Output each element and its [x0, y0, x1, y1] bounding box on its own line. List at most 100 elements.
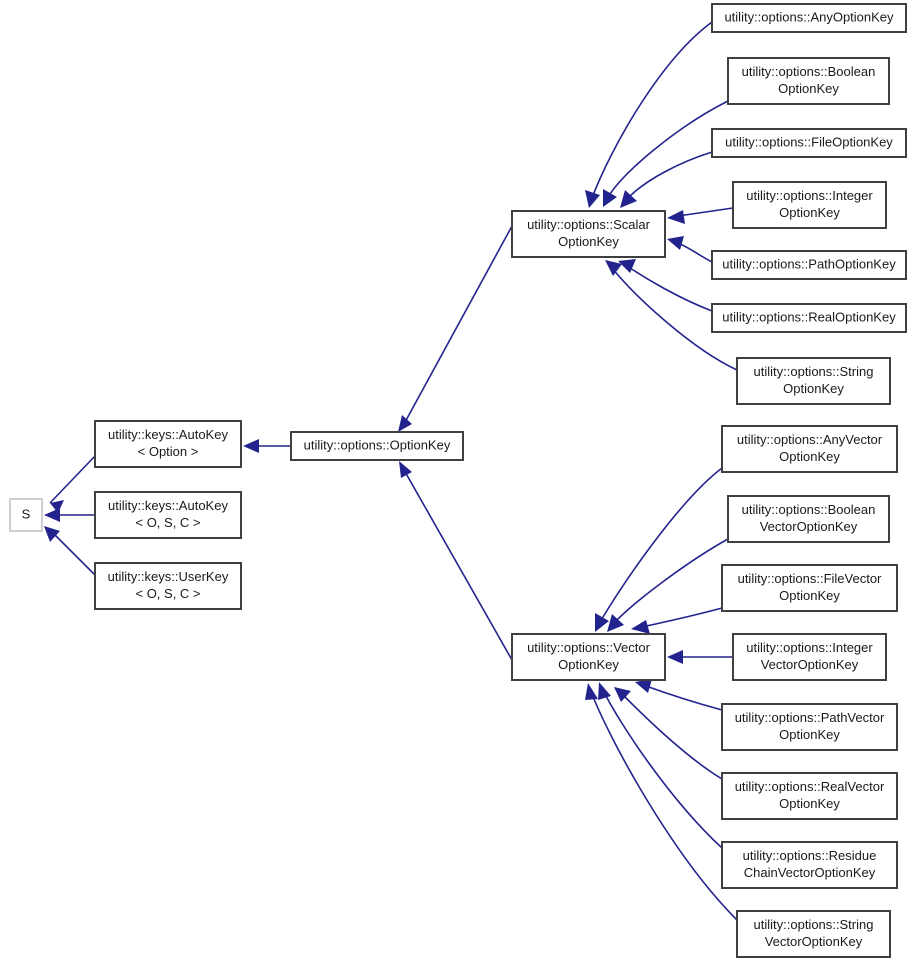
- node-anyoptionkey-box[interactable]: [711, 3, 907, 33]
- node-optionkey-label-line-0: utility::options::OptionKey: [304, 437, 451, 452]
- node-stringvectoroptionkey-box[interactable]: [736, 910, 891, 958]
- edge-file-to-scalar-arrowhead: [620, 190, 637, 208]
- node-residuechainvectoroptionkey-label-line-0: utility::options::Residue: [743, 848, 877, 863]
- node-filevectoroptionkey-label-line-0: utility::options::FileVector: [738, 571, 882, 586]
- node-vectoroptionkey[interactable]: utility::options::VectorOptionKey: [511, 633, 666, 681]
- edge-residuevector-to-vector: [598, 682, 723, 849]
- node-pathoptionkey-box[interactable]: [711, 250, 907, 280]
- node-residuechainvectoroptionkey-box[interactable]: [721, 841, 898, 889]
- node-stringvectoroptionkey-label-line-0: utility::options::String: [754, 917, 874, 932]
- edge-path-to-scalar: [667, 236, 713, 263]
- edge-scalar-to-optionkey: [398, 225, 513, 432]
- edge-integer-to-scalar-arrowhead: [667, 210, 685, 224]
- node-scalaroptionkey-label-line-1: OptionKey: [558, 234, 619, 249]
- edge-boolean-to-scalar-arrowhead: [603, 189, 617, 207]
- edge-real-to-scalar: [618, 259, 713, 312]
- node-integeroptionkey-label-line-0: utility::options::Integer: [746, 188, 873, 203]
- node-scalaroptionkey-box[interactable]: [511, 210, 666, 258]
- node-realvectoroptionkey-label-line-0: utility::options::RealVector: [735, 779, 885, 794]
- edge-userkeyosc-to-s-arrowhead: [44, 526, 60, 542]
- node-scalaroptionkey-label-line-0: utility::options::Scalar: [527, 217, 651, 232]
- node-anyvectoroptionkey-label-line-0: utility::options::AnyVector: [737, 432, 883, 447]
- node-autokey_option-box[interactable]: [94, 420, 242, 468]
- node-integeroptionkey-box[interactable]: [732, 181, 887, 229]
- node-vectoroptionkey-label-line-1: OptionKey: [558, 657, 619, 672]
- node-pathvectoroptionkey-label-line-1: OptionKey: [779, 727, 840, 742]
- node-integervectoroptionkey-box[interactable]: [732, 633, 887, 681]
- edge-autokeyosc-to-s: [44, 508, 95, 522]
- node-booleanvectoroptionkey-label-line-1: VectorOptionKey: [760, 519, 858, 534]
- node-anyoptionkey[interactable]: utility::options::AnyOptionKey: [711, 3, 907, 33]
- edge-any-to-scalar: [585, 21, 713, 208]
- node-residuechainvectoroptionkey[interactable]: utility::options::ResidueChainVectorOpti…: [721, 841, 898, 889]
- node-stringoptionkey-box[interactable]: [736, 357, 891, 405]
- node-s-box[interactable]: [9, 498, 43, 532]
- node-anyvectoroptionkey-label-line-1: OptionKey: [779, 449, 840, 464]
- node-stringoptionkey-label-line-1: OptionKey: [783, 381, 844, 396]
- node-realoptionkey-box[interactable]: [711, 303, 907, 333]
- node-fileoptionkey-box[interactable]: [711, 128, 907, 158]
- node-autokey_osc-label-line-0: utility::keys::AutoKey: [108, 498, 228, 513]
- node-filevectoroptionkey-box[interactable]: [721, 564, 898, 612]
- edge-realvector-to-vector-arrowhead: [614, 687, 631, 702]
- edge-anyvector-to-vector-arrowhead: [595, 613, 609, 632]
- edge-pathvector-to-vector-arrowhead: [635, 679, 652, 693]
- edge-optionkey-to-autokeyoption-arrowhead: [243, 439, 259, 453]
- node-stringoptionkey-label-line-0: utility::options::String: [754, 364, 874, 379]
- node-fileoptionkey[interactable]: utility::options::FileOptionKey: [711, 128, 907, 158]
- node-fileoptionkey-label-line-0: utility::options::FileOptionKey: [725, 134, 893, 149]
- node-autokey_osc-box[interactable]: [94, 491, 242, 539]
- node-realvectoroptionkey-box[interactable]: [721, 772, 898, 820]
- node-realoptionkey[interactable]: utility::options::RealOptionKey: [711, 303, 907, 333]
- node-s-label-line-0: S: [22, 506, 31, 521]
- node-userkey_osc-label-line-0: utility::keys::UserKey: [108, 569, 229, 584]
- node-booleanoptionkey-box[interactable]: [727, 57, 890, 105]
- edge-stringvector-to-vector: [585, 683, 738, 921]
- node-pathvectoroptionkey-label-line-0: utility::options::PathVector: [735, 710, 885, 725]
- node-userkey_osc[interactable]: utility::keys::UserKey< O, S, C >: [94, 562, 242, 610]
- edges-layer: [44, 21, 738, 921]
- node-anyvectoroptionkey-box[interactable]: [721, 425, 898, 473]
- node-realvectoroptionkey-label-line-1: OptionKey: [779, 796, 840, 811]
- edge-boolean-to-scalar: [603, 100, 729, 207]
- node-autokey_option[interactable]: utility::keys::AutoKey< Option >: [94, 420, 242, 468]
- node-userkey_osc-label-line-1: < O, S, C >: [135, 586, 200, 601]
- node-autokey_osc[interactable]: utility::keys::AutoKey< O, S, C >: [94, 491, 242, 539]
- node-pathvectoroptionkey-box[interactable]: [721, 703, 898, 751]
- node-pathoptionkey[interactable]: utility::options::PathOptionKey: [711, 250, 907, 280]
- node-userkey_osc-box[interactable]: [94, 562, 242, 610]
- edge-anyvector-to-vector: [595, 467, 723, 632]
- node-autokey_option-label-line-0: utility::keys::AutoKey: [108, 427, 228, 442]
- edge-userkeyosc-to-s: [44, 526, 96, 576]
- edge-string-to-scalar-arrowhead: [605, 260, 622, 276]
- edge-vector-to-optionkey-arrowhead: [399, 461, 412, 478]
- node-optionkey-box[interactable]: [290, 431, 464, 461]
- node-vectoroptionkey-box[interactable]: [511, 633, 666, 681]
- edge-booleanvector-to-vector: [607, 538, 729, 632]
- edge-integervector-to-vector-arrowhead: [667, 650, 683, 664]
- node-anyoptionkey-label-line-0: utility::options::AnyOptionKey: [724, 9, 894, 24]
- edge-autokeyoption-to-s: [49, 455, 96, 513]
- node-pathoptionkey-label-line-0: utility::options::PathOptionKey: [722, 256, 896, 271]
- node-s[interactable]: S: [9, 498, 43, 532]
- edge-filevector-to-vector-arrowhead: [631, 620, 650, 634]
- edge-real-to-scalar-arrowhead: [618, 259, 636, 273]
- node-booleanvectoroptionkey-label-line-0: utility::options::Boolean: [742, 502, 876, 517]
- node-booleanvectoroptionkey-box[interactable]: [727, 495, 890, 543]
- edge-filevector-to-vector: [631, 607, 723, 634]
- node-optionkey[interactable]: utility::options::OptionKey: [290, 431, 464, 461]
- edge-autokeyosc-to-s-arrowhead: [44, 508, 60, 522]
